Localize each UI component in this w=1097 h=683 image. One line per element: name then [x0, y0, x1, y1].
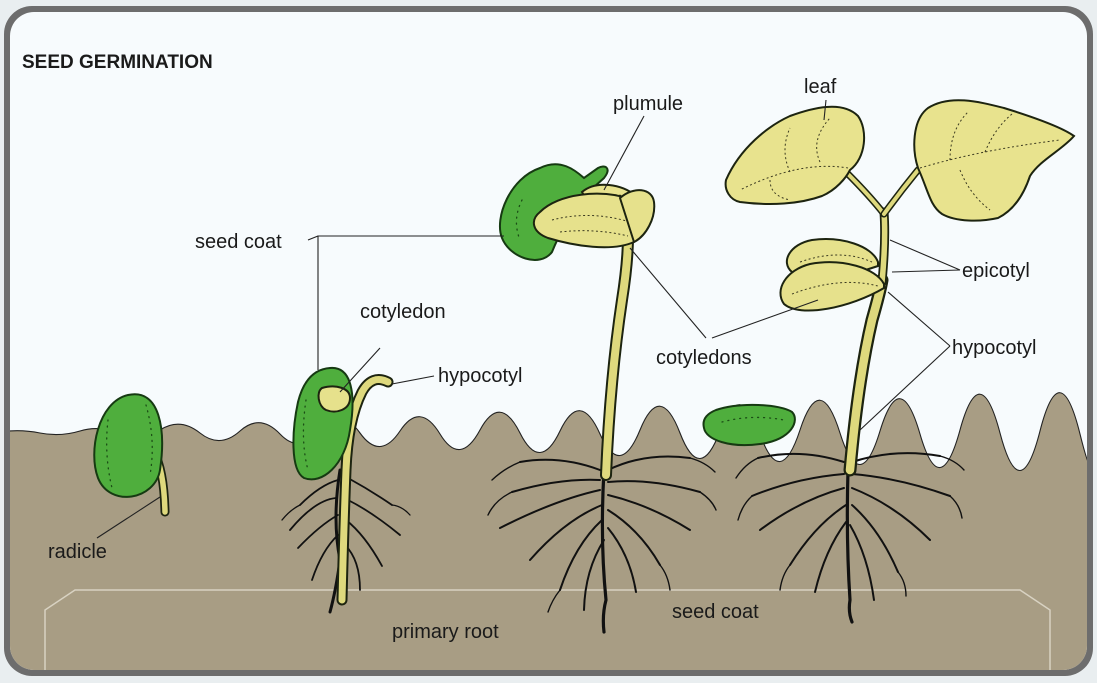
- label-radicle: radicle: [48, 541, 107, 563]
- label-hypocotyl-right: hypocotyl: [952, 337, 1037, 359]
- label-epicotyl: epicotyl: [962, 260, 1030, 282]
- label-primary-root: primary root: [392, 621, 499, 643]
- label-leaf: leaf: [804, 76, 837, 98]
- label-seed-coat-top: seed coat: [195, 231, 282, 253]
- label-plumule: plumule: [613, 93, 683, 115]
- diagram-title: SEED GERMINATION: [22, 52, 213, 73]
- label-cotyledons: cotyledons: [656, 347, 752, 369]
- label-seed-coat-bottom: seed coat: [672, 601, 759, 623]
- label-cotyledon: cotyledon: [360, 301, 446, 323]
- label-hypocotyl-left: hypocotyl: [438, 365, 523, 387]
